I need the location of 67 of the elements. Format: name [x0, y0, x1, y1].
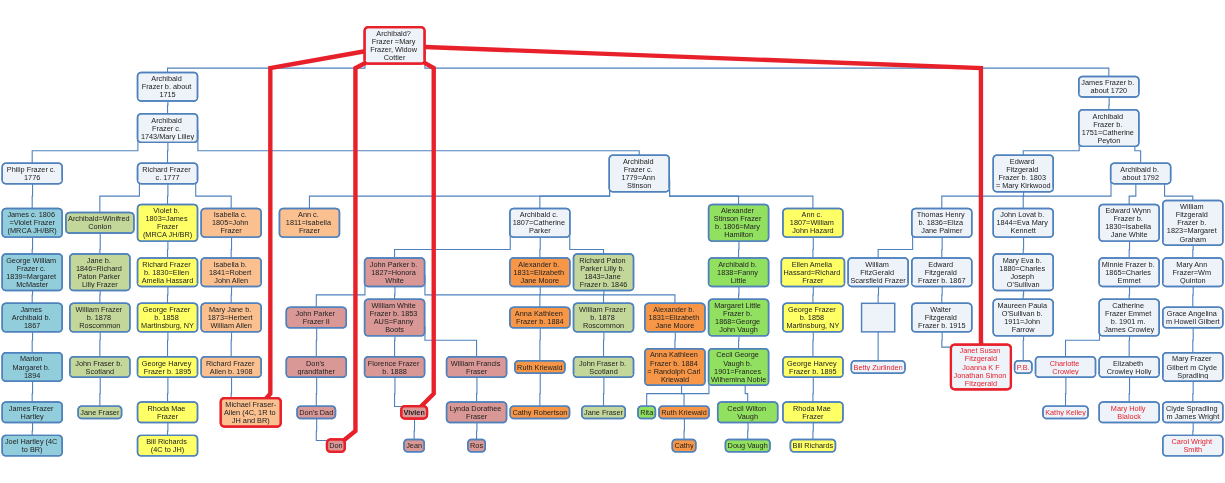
- connector: [167, 377, 169, 403]
- connector: [539, 373, 541, 408]
- connector: [1064, 377, 1067, 408]
- connector: [394, 335, 396, 358]
- connector: [31, 183, 34, 210]
- connector: [342, 60, 367, 443]
- node-box: [860, 302, 896, 333]
- connector: [1128, 183, 1137, 206]
- connector: [195, 183, 233, 210]
- connector: [738, 286, 740, 301]
- connector: [747, 422, 749, 441]
- connector: [31, 381, 34, 403]
- connector: [99, 232, 101, 255]
- connector: [683, 418, 685, 441]
- connector: [812, 236, 814, 259]
- connector: [812, 286, 814, 305]
- connector: [1192, 381, 1194, 403]
- connector: [1192, 286, 1194, 309]
- connector: [1192, 327, 1194, 354]
- connector: [230, 331, 233, 358]
- connector: [394, 286, 396, 301]
- connector: [738, 335, 740, 350]
- connector: [941, 236, 943, 259]
- connector: [1128, 335, 1131, 358]
- connector: [99, 377, 101, 408]
- connector: [941, 286, 943, 305]
- connector: [167, 240, 169, 259]
- connector: [1192, 422, 1194, 437]
- connector: [1128, 377, 1131, 403]
- connector: [1164, 183, 1194, 202]
- connector: [539, 327, 541, 362]
- connector: [539, 286, 541, 309]
- connector: [315, 327, 318, 358]
- connector: [167, 286, 169, 305]
- connector: [674, 331, 676, 350]
- connector: [167, 331, 169, 358]
- connector: [476, 377, 478, 403]
- connector: [99, 182, 140, 214]
- connector: [602, 377, 605, 408]
- connector: [167, 183, 169, 206]
- connector: [569, 235, 605, 255]
- connector: [315, 418, 330, 441]
- connector: [877, 286, 880, 304]
- connector: [99, 331, 101, 358]
- connector: [167, 142, 169, 165]
- connector: [812, 377, 814, 403]
- connector: [602, 331, 605, 358]
- connector: [744, 385, 749, 403]
- connector: [539, 236, 541, 259]
- connector: [681, 385, 685, 408]
- connector: [413, 418, 416, 441]
- connector: [602, 290, 605, 305]
- connector: [812, 422, 814, 441]
- connector: [167, 422, 169, 437]
- connector: [1134, 146, 1142, 165]
- connector: [877, 235, 914, 259]
- connector: [877, 331, 880, 362]
- connector: [476, 422, 478, 441]
- connector: [167, 100, 169, 115]
- connector: [1022, 335, 1025, 362]
- connector: [31, 331, 34, 354]
- connector: [812, 331, 814, 358]
- connector: [424, 44, 984, 346]
- connector: [99, 290, 101, 305]
- connector: [738, 240, 740, 259]
- connector: [315, 377, 318, 408]
- connector: [230, 236, 233, 259]
